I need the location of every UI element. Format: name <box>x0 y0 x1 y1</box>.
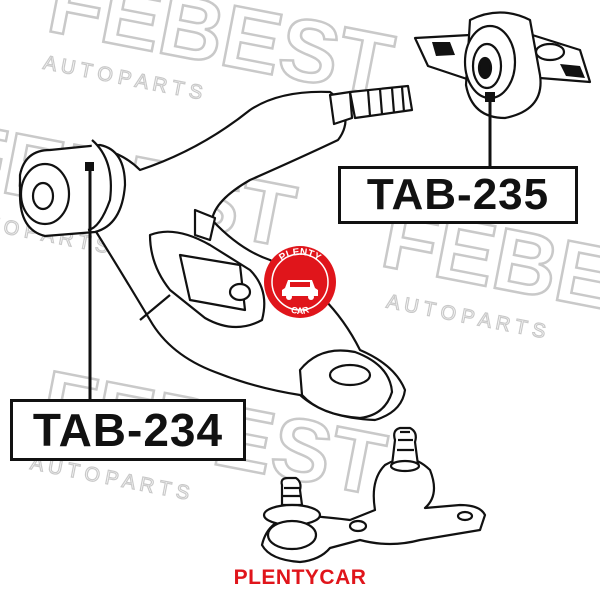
footer-brand-text: PLENTYCAR <box>233 566 367 589</box>
part-number-tab-234: TAB-234 <box>10 399 246 461</box>
bushing-drawing <box>413 11 592 166</box>
plentycar-seal: PLENTY CAR <box>264 246 336 318</box>
control-arm-drawing <box>18 84 414 422</box>
part-number-tab-235: TAB-235 <box>338 166 578 224</box>
seal-car-icon <box>282 280 318 300</box>
ball-joint-drawing <box>260 426 487 564</box>
seal-bottom-text: CAR <box>290 304 311 316</box>
seal-top-text: PLENTY <box>277 247 323 264</box>
